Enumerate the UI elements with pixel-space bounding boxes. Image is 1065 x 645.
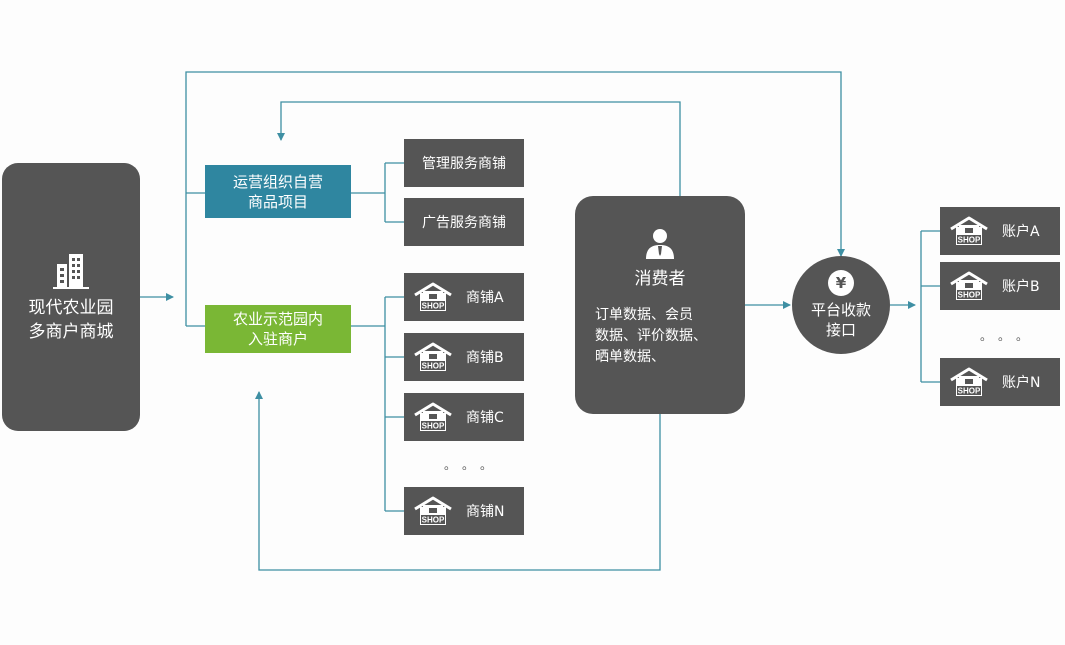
consumer-desc-line3: 晒单数据、 [595, 349, 665, 365]
account-box-b: SHOP 账户B [940, 262, 1060, 310]
shop-box-a: SHOP 商铺A [404, 273, 524, 321]
account-box-n: SHOP 账户N [940, 358, 1060, 406]
consumer-description: 订单数据、会员 数据、评价数据、 晒单数据、 [595, 305, 725, 368]
shop-icon: SHOP [950, 271, 988, 300]
shop-box-b: SHOP 商铺B [404, 333, 524, 381]
merchants-line2: 入驻商户 [247, 330, 308, 348]
platform-payment-circle: ¥ 平台收款 接口 [792, 256, 890, 354]
yen-icon: ¥ [828, 270, 854, 296]
platform-title: 平台收款 接口 [811, 300, 871, 340]
self-operated-line2: 商品项目 [247, 192, 308, 211]
service-box-advertising: 广告服务商铺 [404, 198, 524, 246]
top-loop-to-platform-arrow [185, 71, 845, 257]
shop-icon: SHOP [414, 282, 452, 311]
platform-line1: 平台收款 [810, 301, 871, 319]
main-title-line2: 多商户商城 [28, 322, 114, 342]
svg-text:SHOP: SHOP [958, 236, 981, 245]
person-icon [646, 229, 674, 259]
self-operated-line1: 运营组织自营 [232, 172, 323, 191]
shop-icon: SHOP [414, 402, 452, 431]
svg-text:SHOP: SHOP [958, 387, 981, 396]
shop-icon: SHOP [414, 496, 452, 525]
shop-label: 商铺N [466, 504, 505, 520]
consumer-box: 消费者 订单数据、会员 数据、评价数据、 晒单数据、 [575, 196, 745, 414]
shop-label: 商铺A [466, 290, 504, 306]
consumer-bottom-loop-arrow [255, 391, 661, 571]
shop-label: 商铺B [466, 350, 504, 366]
svg-text:SHOP: SHOP [422, 516, 445, 525]
shops-ellipsis: 。。。 [444, 458, 505, 472]
main-title-line1: 现代农业园 [28, 298, 114, 318]
merchants-line1: 农业示范园内 [232, 310, 323, 328]
shop-icon: SHOP [414, 342, 452, 371]
service-box-management: 管理服务商铺 [404, 139, 524, 187]
merchants-box: 农业示范园内 入驻商户 [205, 305, 351, 353]
building-icon [53, 254, 89, 289]
service-label: 管理服务商铺 [422, 156, 506, 172]
shop-icon: SHOP [950, 367, 988, 396]
self-operated-box: 运营组织自营 商品项目 [205, 165, 351, 218]
account-label: 账户N [1002, 375, 1041, 391]
main-mall-box: 现代农业园 多商户商城 [2, 163, 140, 431]
consumer-title: 消费者 [634, 269, 686, 289]
shop-icon: SHOP [950, 216, 988, 245]
svg-text:SHOP: SHOP [422, 362, 445, 371]
consumer-desc-line2: 数据、评价数据、 [595, 328, 707, 344]
shop-box-n: SHOP 商铺N [404, 487, 524, 535]
service-label: 广告服务商铺 [422, 215, 506, 231]
account-label: 账户B [1002, 279, 1040, 295]
main-title: 现代农业园 多商户商城 [29, 296, 114, 344]
accounts-ellipsis: 。。。 [980, 329, 1041, 343]
account-label: 账户A [1002, 224, 1040, 240]
platform-line2: 接口 [825, 321, 856, 339]
consumer-desc-line1: 订单数据、会员 [595, 307, 693, 323]
svg-text:SHOP: SHOP [422, 302, 445, 311]
svg-text:SHOP: SHOP [422, 422, 445, 431]
account-box-a: SHOP 账户A [940, 207, 1060, 255]
shop-label: 商铺C [466, 410, 504, 426]
shop-box-c: SHOP 商铺C [404, 393, 524, 441]
svg-text:SHOP: SHOP [958, 291, 981, 300]
consumer-feedback-arrow [277, 101, 681, 196]
